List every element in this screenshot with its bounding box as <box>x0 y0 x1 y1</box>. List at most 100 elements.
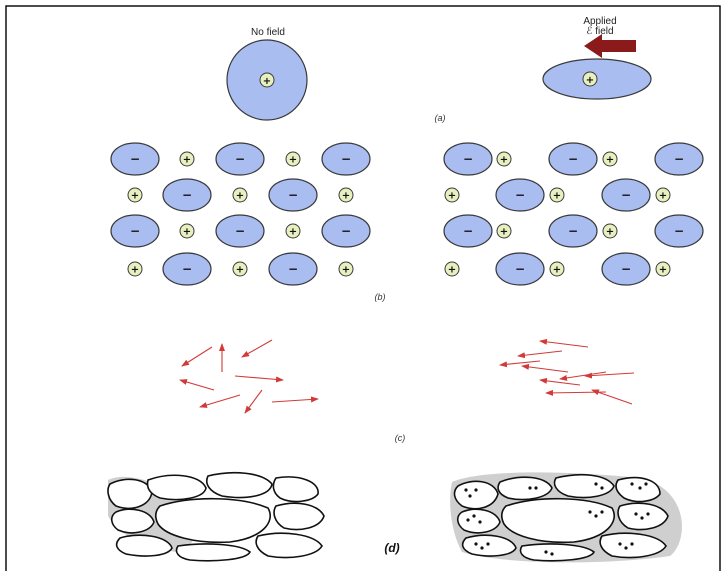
charge-dot <box>480 546 484 550</box>
cation: + <box>179 151 195 167</box>
cation: + <box>232 261 248 277</box>
charge-dot <box>624 546 628 550</box>
cation-body <box>179 151 195 167</box>
charge-dot <box>478 520 482 524</box>
cation: + <box>655 187 671 203</box>
dipole-arrow <box>517 350 563 359</box>
anion-body <box>162 178 212 212</box>
negative-sign: − <box>235 152 245 166</box>
negative-sign: − <box>288 188 298 202</box>
negative-sign: − <box>463 152 473 166</box>
cation-body <box>232 187 248 203</box>
positive-sign: + <box>289 227 297 238</box>
field-direction-arrow <box>584 34 636 58</box>
positive-sign: + <box>448 191 456 202</box>
anion-body <box>215 142 265 176</box>
negative-sign: − <box>568 152 578 166</box>
charge-dot <box>544 550 548 554</box>
charge-dot <box>640 516 644 520</box>
charge-dot <box>534 486 538 490</box>
negative-sign: − <box>515 188 525 202</box>
anion-body <box>268 178 318 212</box>
negative-sign: − <box>621 188 631 202</box>
charge-dot <box>594 482 598 486</box>
cation-body <box>496 223 512 239</box>
positive-sign: + <box>659 265 667 276</box>
positive-sign: + <box>606 155 614 166</box>
dipole-arrow <box>179 379 215 391</box>
negative-sign: − <box>182 262 192 276</box>
grain <box>175 543 252 562</box>
nucleus-sign: + <box>586 75 594 86</box>
negative-sign: − <box>341 224 351 238</box>
cation: + <box>285 223 301 239</box>
grain <box>501 497 615 544</box>
anion-body <box>443 142 493 176</box>
negative-sign: − <box>235 224 245 238</box>
positive-sign: + <box>183 227 191 238</box>
dipole-arrow <box>521 363 569 373</box>
caption-c: (c) <box>395 433 406 443</box>
atom-no-field: + <box>226 39 308 121</box>
cation: + <box>602 223 618 239</box>
grain <box>110 508 155 534</box>
anion: − <box>110 142 160 176</box>
anion: − <box>162 178 212 212</box>
negative-sign: − <box>568 224 578 238</box>
grain <box>615 476 661 503</box>
positive-sign: + <box>448 265 456 276</box>
positive-sign: + <box>183 155 191 166</box>
figure-frame <box>5 5 721 571</box>
anion-body <box>110 142 160 176</box>
nucleus-sign: + <box>263 76 271 87</box>
charge-dot <box>550 552 554 556</box>
grain <box>497 476 553 501</box>
dipole-arrow <box>584 372 635 379</box>
grain <box>273 502 325 531</box>
caption-b: (b) <box>375 292 386 302</box>
anion: − <box>548 142 598 176</box>
charge-dot <box>638 486 642 490</box>
cation-body <box>338 261 354 277</box>
applied-label: Applied <box>583 16 616 27</box>
cation-body <box>655 261 671 277</box>
cation: + <box>179 223 195 239</box>
cation: + <box>232 187 248 203</box>
anion-body <box>654 214 704 248</box>
anion-body <box>321 142 371 176</box>
positive-sign: + <box>606 227 614 238</box>
dipole-arrow <box>559 371 607 381</box>
charge-dot <box>474 488 478 492</box>
anion: − <box>321 142 371 176</box>
negative-sign: − <box>288 262 298 276</box>
negative-sign: − <box>130 224 140 238</box>
negative-sign: − <box>341 152 351 166</box>
dipole-arrow <box>499 360 541 368</box>
anion: − <box>654 214 704 248</box>
cation-body <box>602 223 618 239</box>
anion-body <box>162 252 212 286</box>
cation-body <box>232 261 248 277</box>
dipole-arrow <box>591 389 633 405</box>
positive-sign: + <box>553 191 561 202</box>
charge-dot <box>472 514 476 518</box>
cation-body <box>127 187 143 203</box>
cation-body <box>602 151 618 167</box>
aligned-dipoles <box>499 338 635 405</box>
dipole-arrow <box>539 338 589 348</box>
negative-sign: − <box>130 152 140 166</box>
dipole-arrow <box>244 389 263 414</box>
cation: + <box>602 151 618 167</box>
positive-sign: + <box>342 191 350 202</box>
grain <box>107 478 153 510</box>
anion-body <box>654 142 704 176</box>
cation: + <box>338 261 354 277</box>
nucleus <box>259 72 275 88</box>
charge-dot <box>634 512 638 516</box>
grain <box>146 474 207 501</box>
cation-body <box>338 187 354 203</box>
grain <box>599 532 667 559</box>
anion: − <box>601 178 651 212</box>
negative-sign: − <box>674 152 684 166</box>
anion: − <box>215 142 265 176</box>
